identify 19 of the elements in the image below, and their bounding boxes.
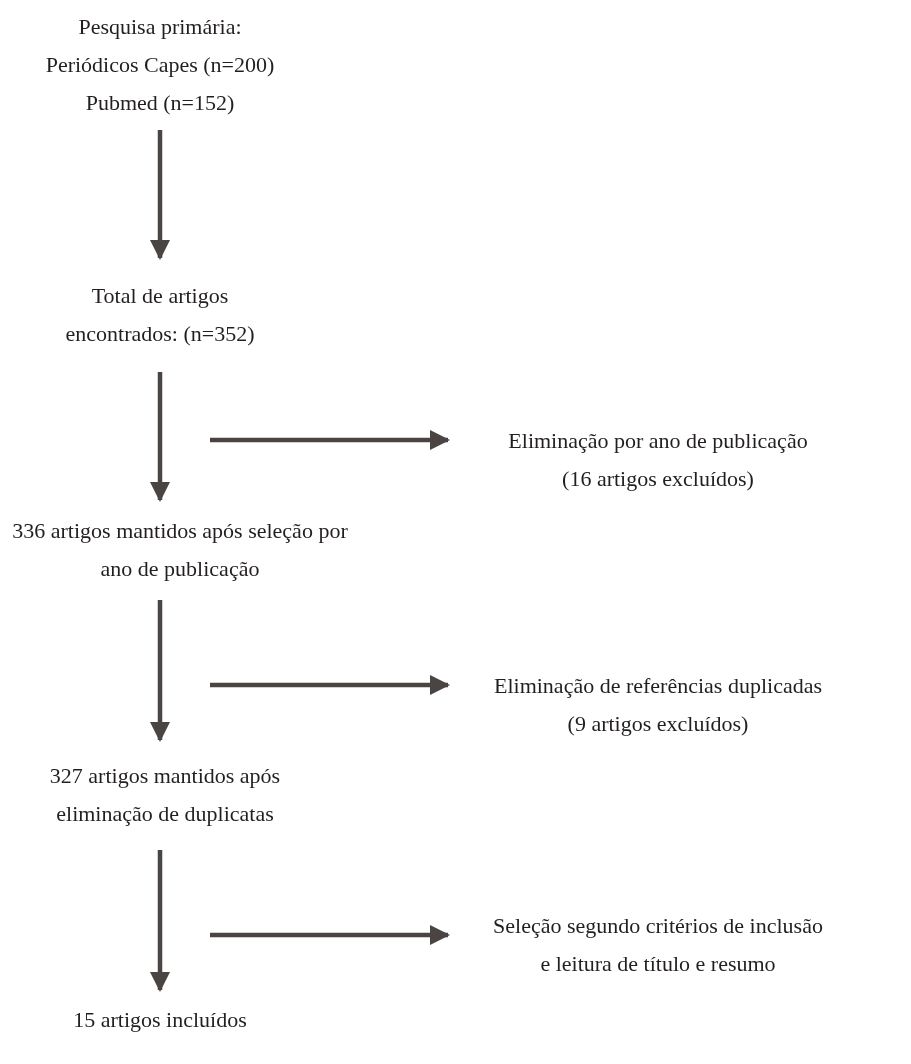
step-text: Total de artigos encontrados: (n=352): [64, 282, 256, 348]
step-text: (16 artigos excluídos): [562, 465, 754, 493]
step-text: Eliminação por ano de publicação: [508, 427, 808, 455]
step-text: Seleção segundo critérios de inclusão e leitura de título e resumo: [493, 912, 823, 978]
arrow: [149, 850, 171, 993]
step-text: 327 artigos mantidos após eliminação de duplicatas: [48, 762, 282, 828]
step-text: Periódicos Capes (n=200): [45, 51, 275, 79]
step-text: Pubmed (n=152): [85, 89, 235, 117]
step-text: 336 artigos mantidos após seleção por ano de publicação: [11, 517, 349, 583]
arrow: [210, 674, 451, 696]
arrow: [149, 600, 171, 743]
step-text: (9 artigos excluídos): [567, 710, 749, 738]
step-text: 15 artigos incluídos: [73, 1006, 247, 1034]
arrow: [210, 924, 451, 946]
arrow: [149, 372, 171, 503]
step-text: Pesquisa primária:: [78, 13, 242, 41]
arrow: [210, 429, 451, 451]
arrow: [149, 130, 171, 260]
step-text: Eliminação de referências duplicadas: [494, 672, 822, 700]
